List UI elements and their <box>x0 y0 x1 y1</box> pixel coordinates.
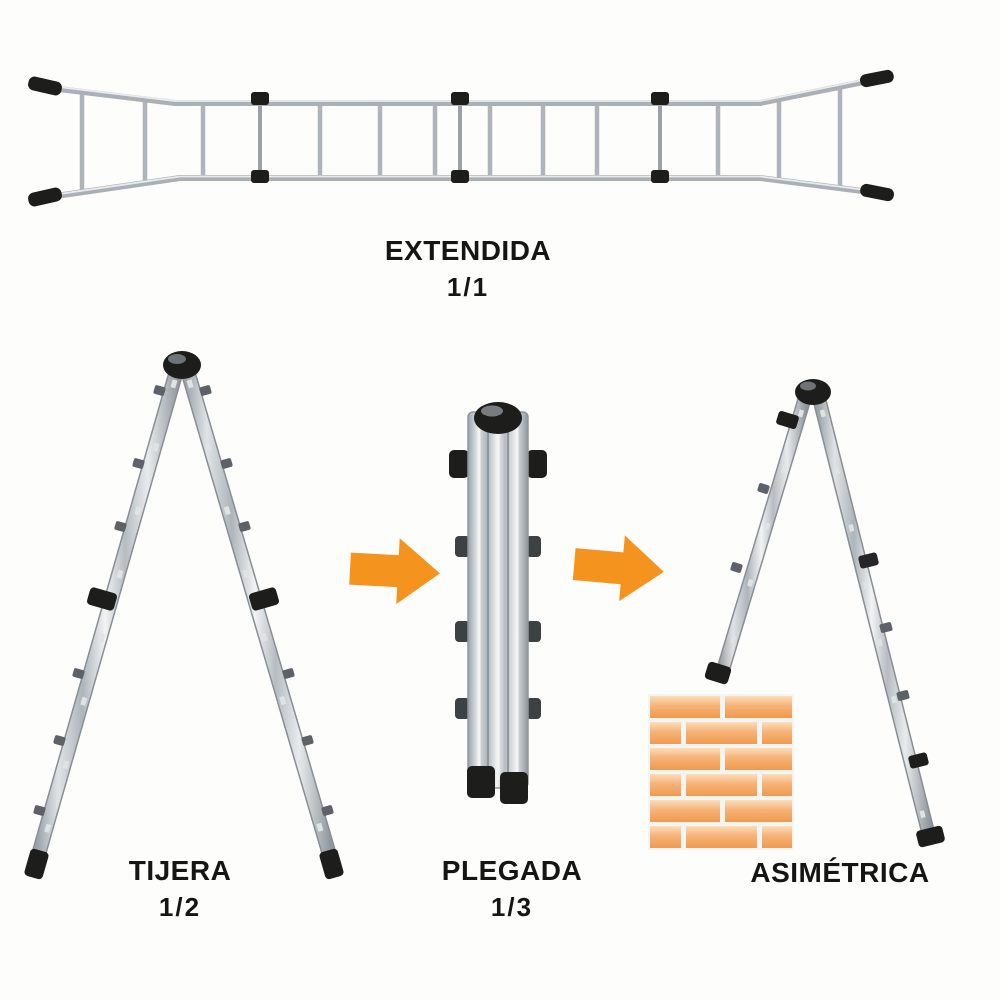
config-name: EXTENDIDA <box>384 235 552 266</box>
brick-wall-graphic <box>648 694 794 850</box>
apex-hinge-cap <box>795 379 831 405</box>
folded-feet <box>467 766 528 804</box>
config-ratio: 1/1 <box>446 272 490 303</box>
right-arrow-icon <box>572 535 664 602</box>
asymmetric-ladder-graphic <box>704 379 945 848</box>
folded-ladder-graphic <box>449 402 547 804</box>
a-frame-feet <box>24 848 344 880</box>
folded-top-cap <box>474 402 522 434</box>
folded-clamps <box>449 450 547 719</box>
apex-hinge-cap <box>163 351 201 379</box>
config-ratio: 1/2 <box>158 892 202 923</box>
config-name: ASIMÉTRICA <box>750 857 930 888</box>
a-frame-ladder-graphic <box>24 351 344 880</box>
config-ratio: 1/3 <box>490 892 534 923</box>
label-asimetrica: ASIMÉTRICA <box>750 858 929 894</box>
ladder-feet <box>28 69 894 207</box>
rung-tabs <box>33 385 334 816</box>
label-plegada: PLEGADA 1/3 <box>442 856 582 923</box>
hinge-bars <box>258 100 662 181</box>
hinge-clamps <box>251 92 669 183</box>
leg-hinge-clamps <box>87 587 279 611</box>
config-name: TIJERA <box>128 855 232 886</box>
extended-ladder-graphic <box>28 69 894 207</box>
right-arrow-icon <box>349 538 440 605</box>
long-leg-hardware <box>858 552 945 848</box>
label-tijera: TIJERA 1/2 <box>129 856 232 923</box>
label-extendida: EXTENDIDA 1/1 <box>385 236 551 303</box>
config-name: PLEGADA <box>441 855 583 886</box>
short-leg-hardware <box>704 410 799 685</box>
